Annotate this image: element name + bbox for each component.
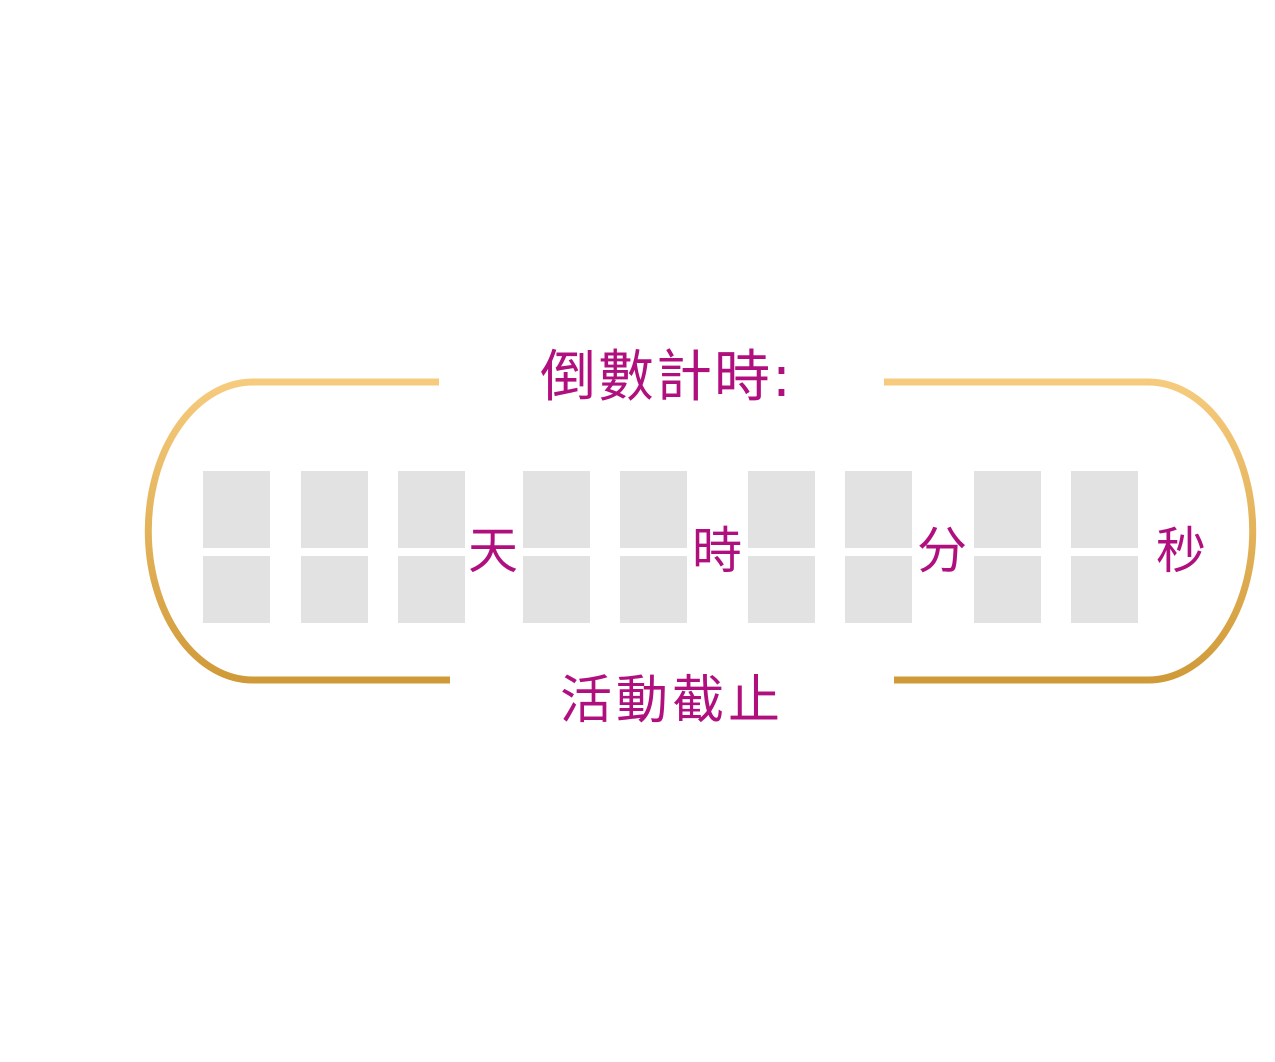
unit-label-seconds: 秒 [1156,522,1206,580]
digit-days-1 [203,471,270,623]
digit-hours-1 [523,471,590,623]
digit-days-2 [301,471,368,623]
digit-minutes-2 [845,471,912,623]
countdown-title: 倒數計時: [540,345,793,410]
digit-hours-2 [620,471,687,623]
digit-seconds-1 [974,471,1041,623]
countdown-footer: 活動截止 [560,671,785,731]
unit-label-hours: 時 [692,522,742,580]
digit-seconds-2 [1071,471,1138,623]
digit-minutes-1 [748,471,815,623]
unit-label-minutes: 分 [917,522,967,580]
digit-days-3 [398,471,465,623]
unit-label-days: 天 [468,522,518,580]
